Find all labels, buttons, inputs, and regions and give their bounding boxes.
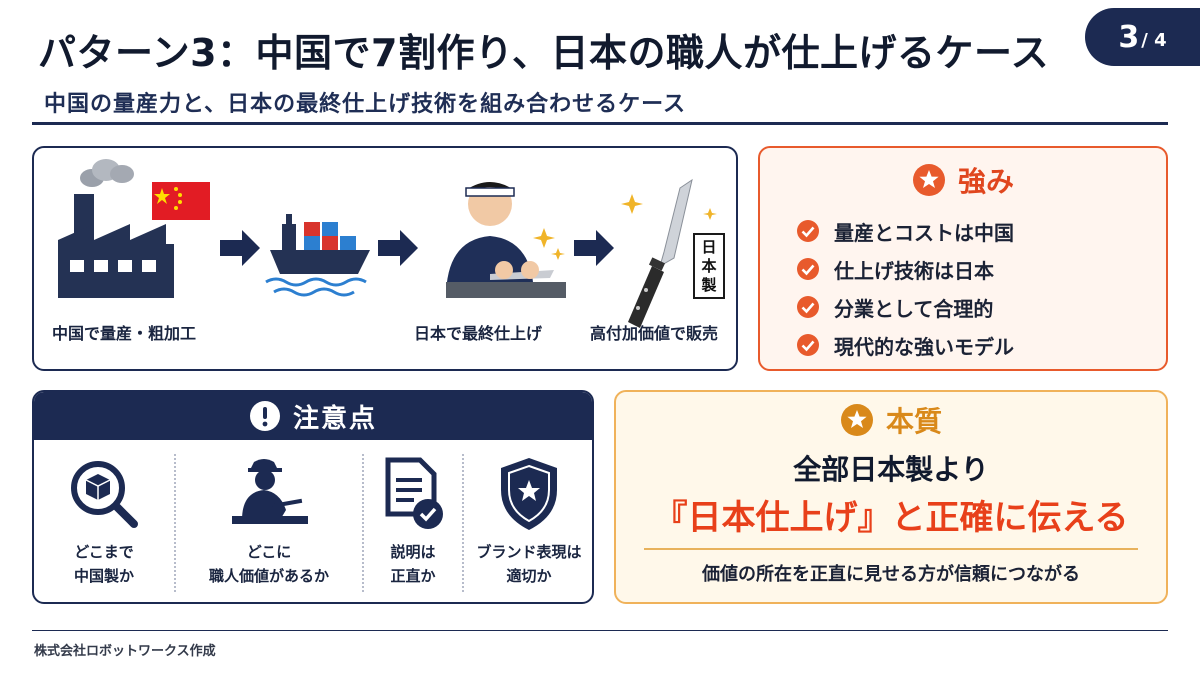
process-illustration xyxy=(58,159,725,328)
page-subtitle: 中国の量産力と、日本の最終仕上げ技術を組み合わせるケース xyxy=(44,92,687,117)
caution-header: 注意点 xyxy=(34,392,592,440)
kitchen-knife-icon xyxy=(628,178,693,328)
essence-conclusion: 価値の所在を正直に見せる方が信頼につながる xyxy=(702,564,1080,585)
caution-item-line2: 中国製か xyxy=(73,567,134,585)
process-panel: 日本製 中国で量産・粗加工 日本で最終仕上げ 高付加価値で販売 xyxy=(32,146,738,371)
list-item: 仕上げ技術は日本 xyxy=(796,250,1014,288)
strength-header: 強み xyxy=(760,160,1166,200)
arrow-right-icon xyxy=(574,230,614,266)
caution-item-3: 説明は 正直か xyxy=(364,448,462,598)
caution-item-line2: 適切か xyxy=(506,567,552,585)
essence-statement: 全部日本製より xyxy=(793,453,989,486)
arrow-right-icon xyxy=(220,230,260,266)
page-indicator: 3 / 4 xyxy=(1085,8,1200,66)
star-badge-icon xyxy=(840,404,873,436)
exclamation-circle-icon xyxy=(249,401,280,431)
caution-item-line2: 正直か xyxy=(390,567,436,585)
check-circle-icon xyxy=(797,258,819,280)
list-item: 現代的な強いモデル xyxy=(796,326,1014,364)
page-current: 3 xyxy=(1118,19,1140,55)
header-divider xyxy=(32,122,1168,125)
process-step-1: 中国で量産・粗加工 xyxy=(52,324,197,343)
strength-item-text: 仕上げ技術は日本 xyxy=(834,258,994,283)
check-circle-icon xyxy=(797,296,819,318)
caution-item-line2: 職人価値があるか xyxy=(208,567,329,585)
caution-divider xyxy=(174,454,176,592)
essence-highlight: 『日本仕上げ』と正確に伝える xyxy=(653,498,1129,538)
craftsman-work-icon xyxy=(232,459,308,524)
essence-title: 本質 xyxy=(885,405,942,438)
strength-item-text: 分業として合理的 xyxy=(834,296,994,321)
essence-divider xyxy=(644,548,1138,550)
list-item: 分業として合理的 xyxy=(796,288,1014,326)
cargo-ship-icon xyxy=(265,214,370,297)
essence-panel: 本質 全部日本製より 『日本仕上げ』と正確に伝える 価値の所在を正直に見せる方が… xyxy=(614,390,1168,604)
footer-credit: 株式会社ロボットワークス作成 xyxy=(34,644,216,659)
arrow-right-icon xyxy=(378,230,418,266)
caution-divider xyxy=(362,454,364,592)
check-circle-icon xyxy=(797,220,819,242)
sparkle-icon xyxy=(533,228,565,260)
caution-item-4: ブランド表現は 適切か xyxy=(464,448,592,598)
caution-item-line1: どこに xyxy=(246,543,292,561)
strength-title: 強み xyxy=(957,165,1014,198)
china-flag-icon xyxy=(152,182,210,220)
page-title: パターン3：中国で7割作り、日本の職人が仕上げるケース xyxy=(38,31,1050,75)
process-step-3: 高付加価値で販売 xyxy=(590,324,719,343)
made-in-japan-stamp-text: 日本製 xyxy=(701,238,717,294)
page-total: / 4 xyxy=(1141,29,1167,51)
strength-list: 量産とコストは中国 仕上げ技術は日本 分業として合理的 現代的な強いモデル xyxy=(796,212,1014,364)
strength-item-text: 量産とコストは中国 xyxy=(834,220,1014,245)
caution-panel: 注意点 どこまで 中国製か どこに 職人価値があるか xyxy=(32,390,594,604)
factory-icon xyxy=(58,159,174,298)
strength-panel: 強み 量産とコストは中国 仕上げ技術は日本 分業として合理的 現代的な強いモデル xyxy=(758,146,1168,371)
caution-item-2: どこに 職人価値があるか xyxy=(176,448,362,598)
caution-item-line1: どこまで xyxy=(74,543,134,561)
made-in-japan-stamp xyxy=(693,233,725,299)
shield-star-icon xyxy=(501,458,557,530)
strength-item-text: 現代的な強いモデル xyxy=(834,334,1014,359)
caution-title: 注意点 xyxy=(292,403,377,434)
caution-item-line1: 説明は xyxy=(390,543,436,561)
footer-divider xyxy=(32,630,1168,631)
caution-item-line1: ブランド表現は xyxy=(476,543,582,561)
caution-item-1: どこまで 中国製か xyxy=(34,448,174,598)
caution-divider xyxy=(462,454,464,592)
magnifier-box-icon xyxy=(71,461,138,528)
check-circle-icon xyxy=(797,334,819,356)
essence-header: 本質 xyxy=(616,400,1166,440)
list-item: 量産とコストは中国 xyxy=(796,212,1014,250)
craftsman-icon xyxy=(446,182,566,298)
document-check-icon xyxy=(385,457,443,529)
process-step-2: 日本で最終仕上げ xyxy=(414,324,543,343)
star-badge-icon xyxy=(912,164,945,196)
